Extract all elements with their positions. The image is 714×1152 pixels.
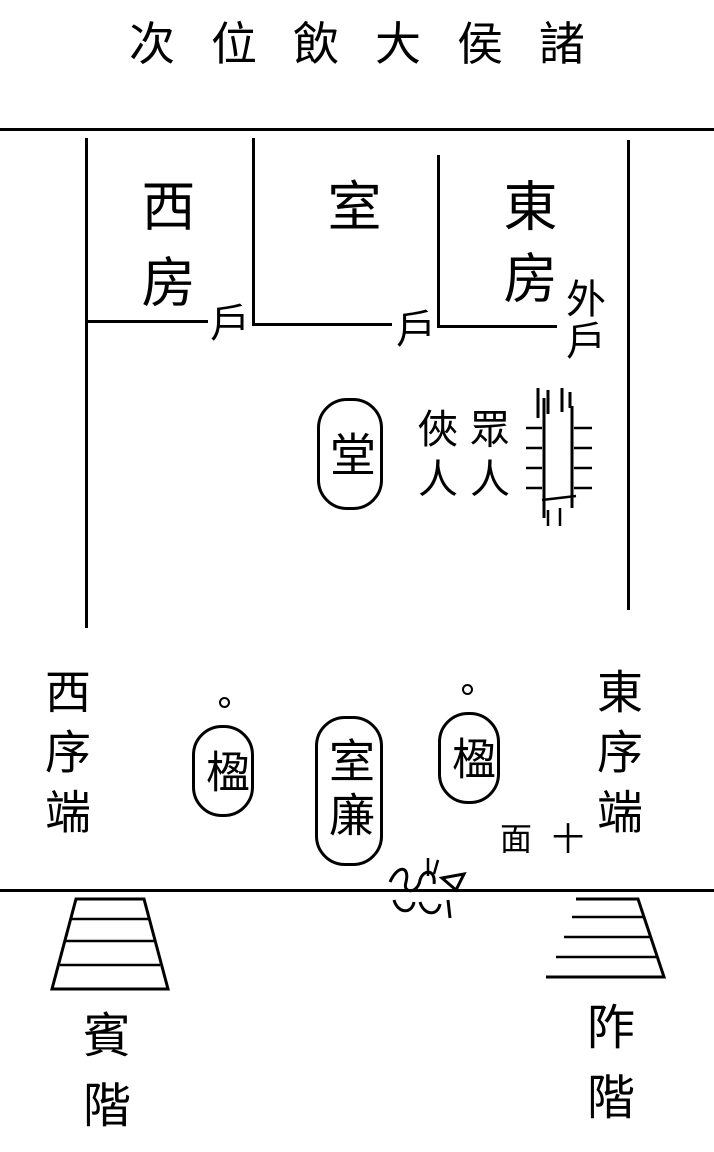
title-char: 飲 [293, 17, 339, 71]
tang-capsule: 堂 [317, 398, 383, 510]
title-char: 侯 [457, 17, 503, 71]
tang-label: 堂 [323, 431, 377, 477]
west-wall-line [85, 138, 88, 628]
diagram-title: 諸侯大飲位次 [0, 14, 714, 74]
chamber-door-label: 戶 [389, 308, 435, 348]
east-pillar-dot [462, 684, 473, 695]
south-boundary-line [0, 889, 714, 892]
east-pillar-capsule: 楹 [438, 712, 500, 804]
west-pillar-label: 楹 [198, 749, 249, 793]
outer-door-label: 外戶 [559, 278, 605, 362]
lian-label: 室廉 [322, 737, 376, 845]
title-char: 位 [211, 17, 257, 71]
east-wall-line [627, 140, 630, 610]
chamber-label: 室 [318, 178, 381, 232]
east-pillar-label: 楹 [444, 736, 495, 780]
west-stair-icon [50, 897, 170, 991]
hall-label-a: 眾人 [463, 408, 509, 508]
tripod-ornament-icon [388, 858, 467, 919]
title-char: 大 [375, 17, 421, 71]
east-room-label: 東房 [494, 178, 557, 322]
west-room-label: 西房 [132, 178, 195, 330]
lian-capsule: 室廉 [315, 716, 383, 866]
east-room-west-wall [437, 155, 440, 327]
vessel-stand-icon [526, 388, 592, 526]
east-xu-label: 東序端 [590, 668, 644, 848]
west-pillar-capsule: 楹 [192, 725, 254, 817]
west-pillar-dot [219, 697, 230, 708]
west-xu-label: 西序端 [38, 668, 92, 848]
east-stair-icon [546, 897, 667, 979]
title-char: 次 [129, 17, 175, 71]
east-room-south-wall [437, 325, 557, 328]
west-room-south-wall [88, 320, 208, 323]
west-door-label: 戶 [203, 302, 249, 342]
west-stair-label: 賓階 [74, 1010, 130, 1150]
hall-label-b: 俠人 [411, 408, 457, 508]
west-room-east-wall [252, 138, 255, 326]
north-boundary-line [0, 128, 714, 131]
east-note-label: 面十 [500, 820, 605, 858]
chamber-south-wall [252, 323, 392, 326]
east-stair-label: 阼階 [578, 1002, 634, 1142]
title-char: 諸 [539, 17, 585, 71]
